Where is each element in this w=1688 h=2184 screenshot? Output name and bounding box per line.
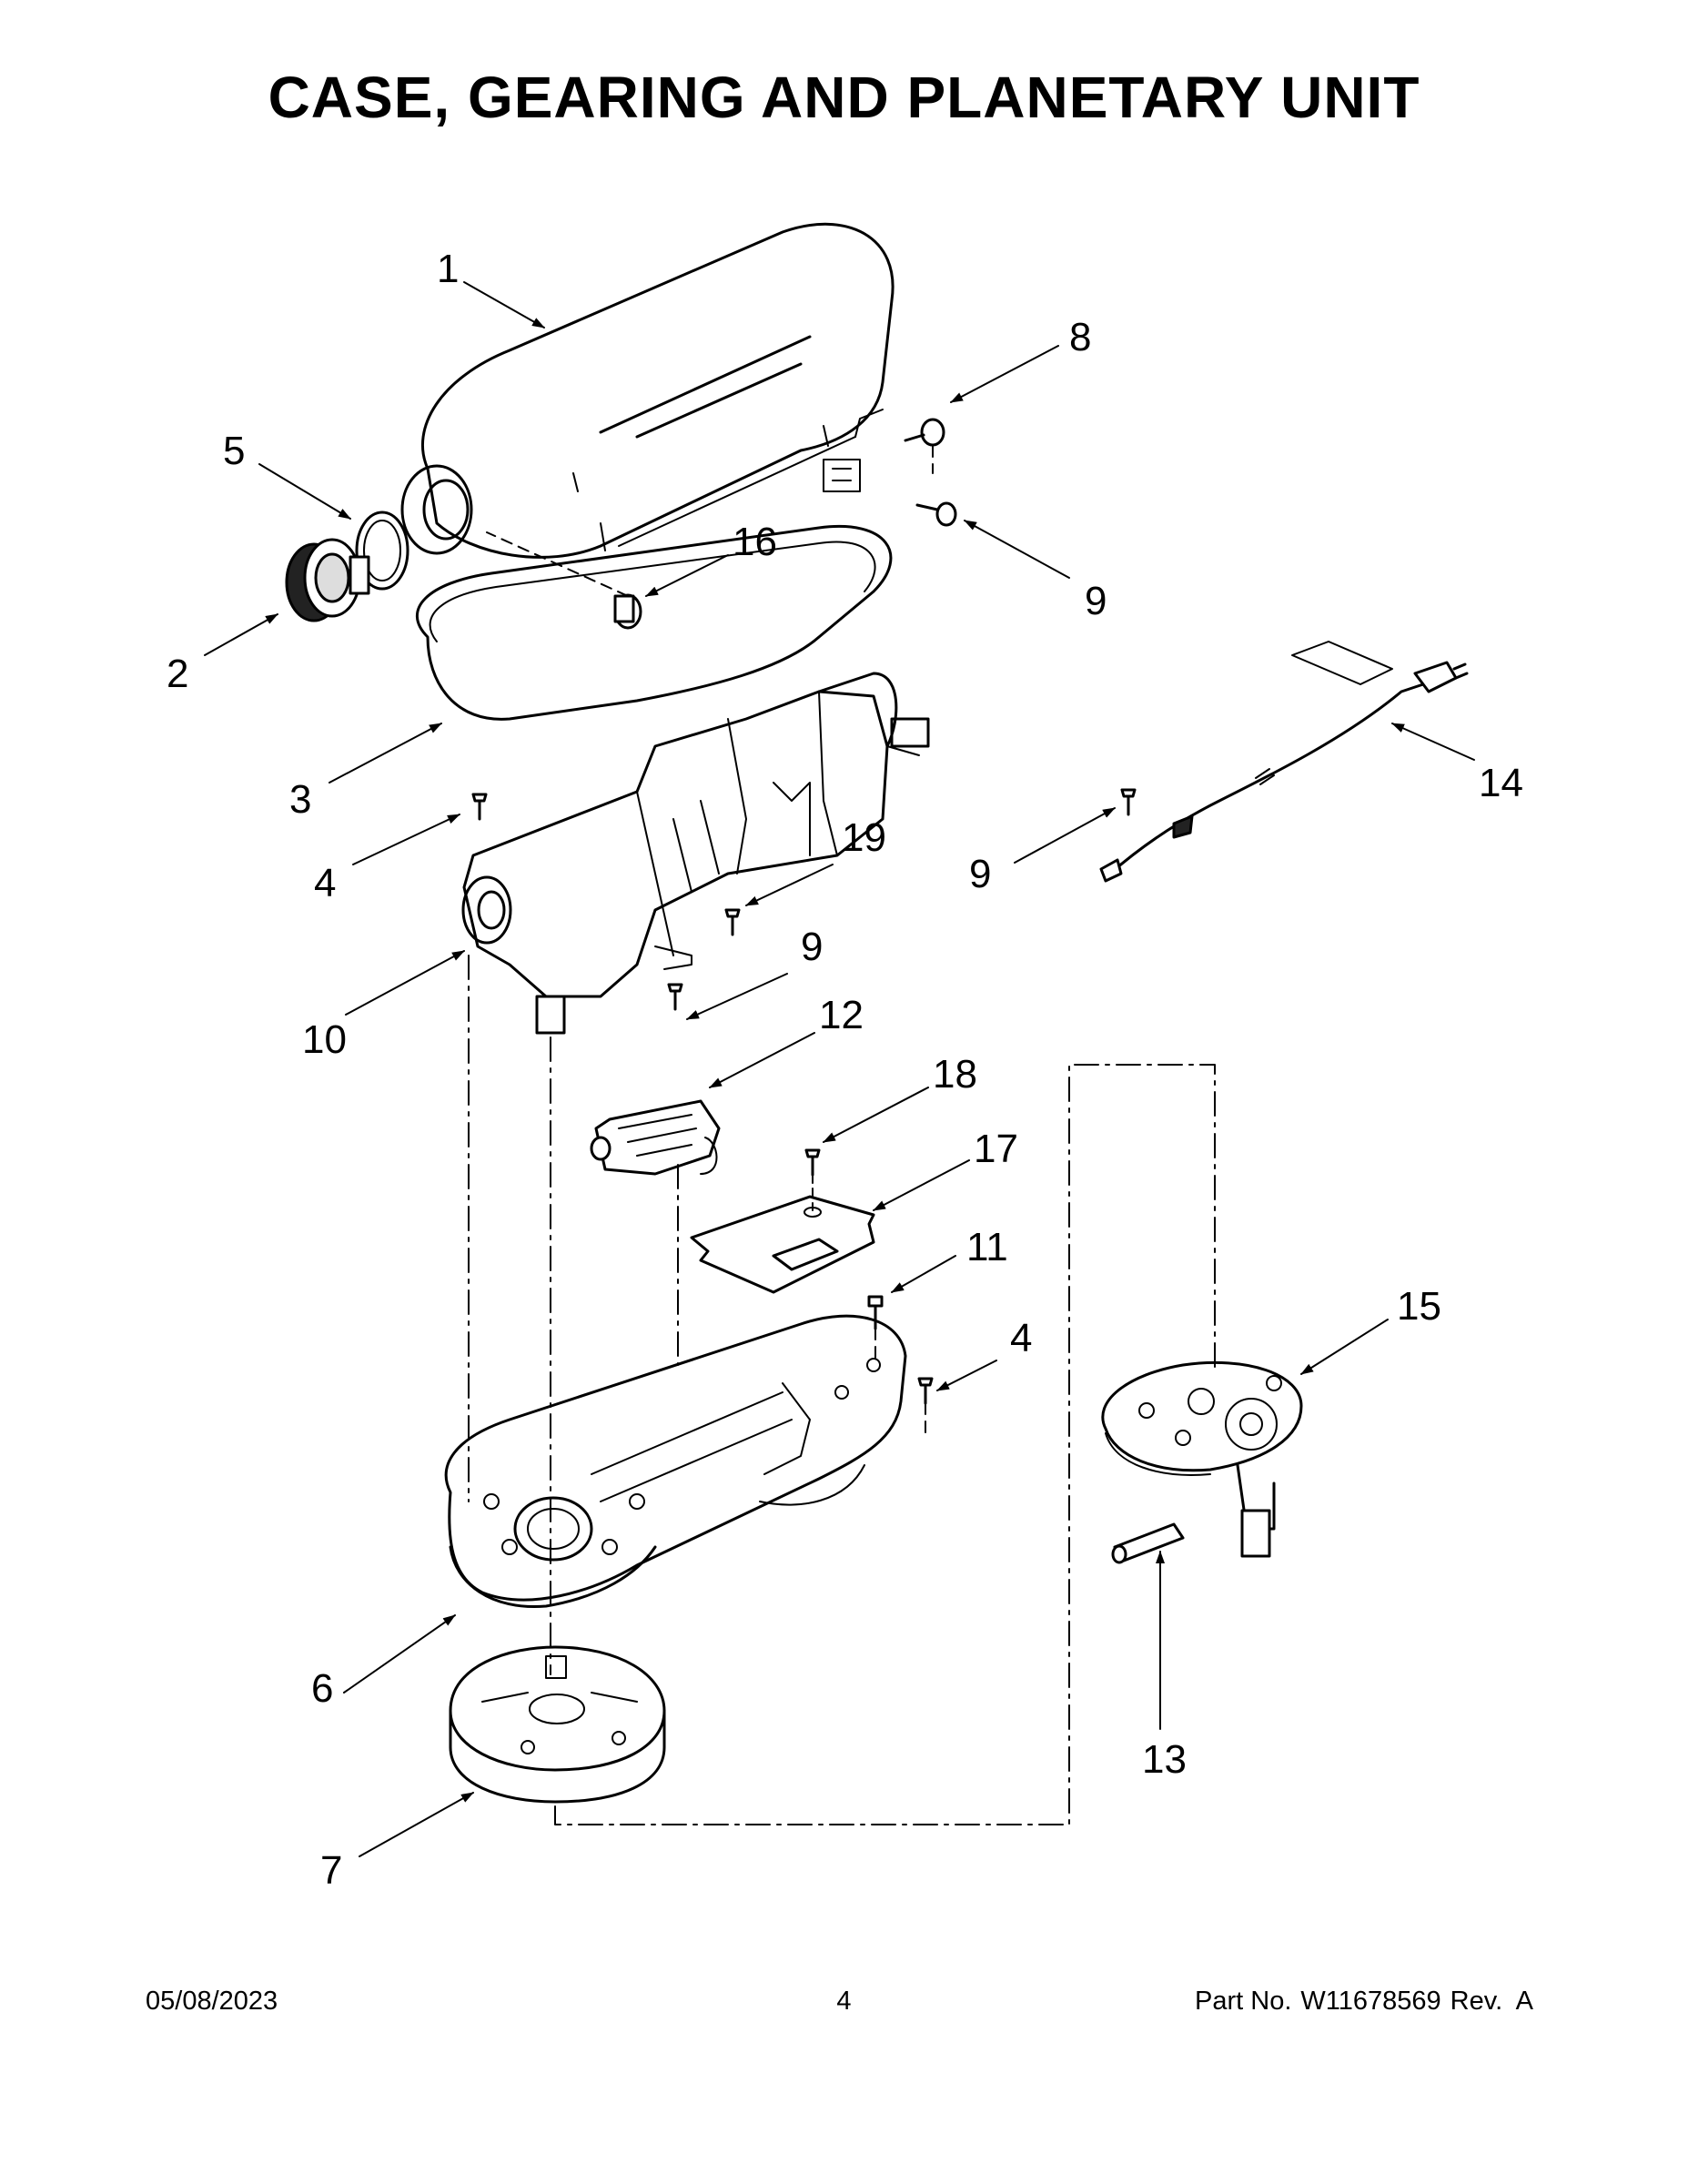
control-board-part [590, 1099, 721, 1176]
callout-9-middle: 9 [801, 925, 823, 969]
hub-cover-part [285, 538, 370, 622]
callout-7: 7 [320, 1848, 342, 1893]
screw-4-lower-part [917, 1377, 934, 1405]
callout-17: 17 [974, 1127, 1018, 1171]
page-title: CASE, GEARING AND PLANETARY UNIT [268, 65, 1420, 130]
motor-gearcase-assembly-part [461, 672, 930, 1035]
callout-14: 14 [1479, 761, 1523, 805]
planetary-unit-part [1101, 1360, 1303, 1558]
revision: Rev. A [1450, 1987, 1533, 2016]
part-number: W11678569 [1300, 1987, 1441, 2016]
motor-housing-part [400, 222, 895, 559]
screw-4-upper-part [471, 793, 488, 821]
assembly-path-lines [468, 955, 1216, 1825]
screw-19-part [724, 908, 741, 936]
hidden-lines [486, 445, 934, 1434]
screw-11-part [867, 1295, 884, 1330]
bumper-part [613, 593, 642, 630]
callout-1: 1 [437, 247, 459, 291]
callout-8: 8 [1069, 315, 1091, 359]
callout-labels: 1 2 3 4 5 6 7 8 9 10 11 12 13 14 15 16 1… [167, 247, 1523, 1893]
callout-16: 16 [733, 520, 777, 564]
callout-3: 3 [289, 777, 311, 822]
callout-9-top: 9 [1085, 579, 1107, 623]
screw-9-middle-part [667, 983, 683, 1011]
housing-gasket-part [416, 525, 893, 721]
callout-15: 15 [1397, 1284, 1441, 1329]
callout-18: 18 [933, 1052, 977, 1097]
callout-4-upper: 4 [314, 861, 336, 905]
screw-9-top-part [915, 501, 957, 527]
callout-11: 11 [966, 1225, 1008, 1269]
ring-gear-part [449, 1645, 666, 1804]
part-label: Part No. [1195, 1987, 1292, 2016]
footer-page-number: 4 [836, 1987, 852, 2016]
screw-9-cord-part [1120, 788, 1137, 816]
callout-4-lower: 4 [1010, 1316, 1032, 1360]
callout-12: 12 [819, 993, 864, 1037]
planetary-pin-part [1111, 1522, 1185, 1564]
callout-13: 13 [1142, 1737, 1187, 1782]
callout-9-cord: 9 [969, 852, 991, 896]
callout-6: 6 [311, 1666, 333, 1711]
callout-10: 10 [302, 1017, 347, 1062]
shield-plate-part [690, 1173, 875, 1294]
power-cord-part [1099, 641, 1469, 883]
callout-2: 2 [167, 652, 188, 696]
screw-8-part [904, 418, 945, 447]
gear-case-part [444, 1314, 907, 1609]
callout-5: 5 [223, 429, 245, 473]
callout-leaders [204, 281, 1475, 1857]
callout-19: 19 [842, 815, 886, 860]
retaining-ring-part [355, 511, 409, 591]
footer-part-number: Part No. W11678569 Rev. A [1195, 1987, 1533, 2017]
screw-18-part [804, 1148, 821, 1177]
footer-date: 05/08/2023 [146, 1987, 278, 2016]
